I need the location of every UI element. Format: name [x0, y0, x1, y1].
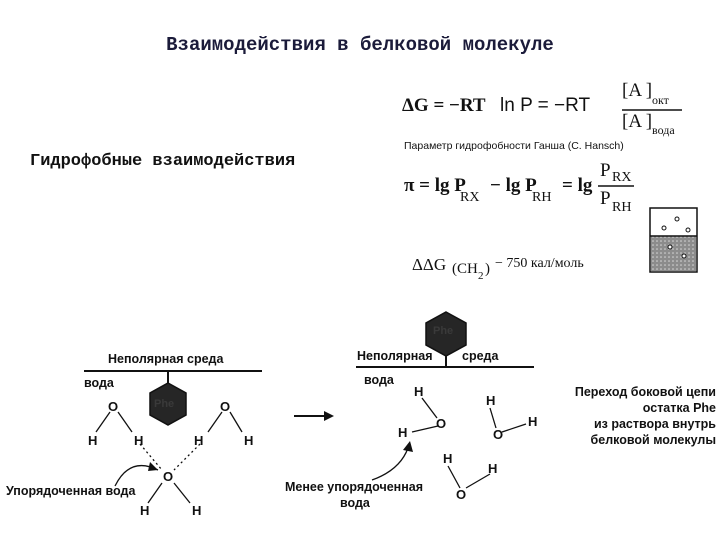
caption-line: из раствора внутрь — [593, 417, 716, 431]
ddg-value: − 750 кал/моль — [495, 256, 584, 271]
left-water-label: вода — [84, 376, 114, 390]
hydrophobic-subtitle: Гидрофобные взаимодействия — [30, 152, 296, 171]
atom-h: H — [244, 433, 254, 448]
left-hbonds — [139, 443, 201, 471]
atom-h: H — [486, 393, 496, 408]
right-water-label: вода — [364, 373, 394, 387]
ordered-water-label: Упорядоченная вода — [6, 484, 136, 498]
atom-h: H — [398, 425, 408, 440]
atom-h: H — [528, 414, 538, 429]
pi-numerator: P — [600, 160, 611, 181]
atom-h: H — [414, 384, 424, 399]
pi-denominator-sub: RH — [612, 200, 632, 215]
ddg-group-sub: 2 — [478, 270, 484, 282]
ddg-group: (CH — [452, 261, 478, 277]
right-water-bonds — [411, 397, 527, 489]
pi-sub-rh: RH — [532, 190, 552, 205]
left-water-bonds — [95, 411, 243, 504]
atom-h: H — [134, 433, 144, 448]
atom-o: O — [436, 416, 447, 431]
ddg-lhs: ΔΔG — [412, 255, 447, 274]
beaker-icon — [649, 207, 698, 273]
pi-mid: − lg P — [490, 175, 537, 196]
ordered-water-arrowhead — [148, 462, 158, 471]
right-env-label: среда — [462, 349, 499, 363]
atom-h: H — [140, 503, 150, 518]
dg-denominator-sub: вода — [652, 123, 675, 137]
atom-h: H — [194, 433, 204, 448]
left-phe-label: Phe — [154, 398, 175, 410]
caption-line: белковой молекулы — [590, 433, 716, 447]
transition-arrowhead — [324, 411, 334, 421]
atom-o: O — [220, 399, 231, 414]
pi-lhs: π = lg P — [404, 175, 466, 196]
less-ordered-arrow — [371, 447, 409, 481]
atom-h: H — [192, 503, 202, 518]
atom-o: O — [456, 487, 467, 502]
dg-formula-mid: ln P = −RT — [500, 95, 591, 116]
right-nonpolar-label: Неполярная — [357, 349, 433, 363]
pi-denominator: P — [600, 188, 611, 209]
ddg-group-close: ) — [485, 261, 490, 277]
less-ordered-label-line1: Менее упорядоченная — [285, 480, 424, 494]
dg-numerator-sub: окт — [652, 93, 669, 107]
pi-sub-rx: RX — [460, 190, 480, 205]
page-title: Взаимодействия в белковой молекуле — [166, 34, 554, 56]
pi-numerator-sub: RX — [612, 170, 632, 185]
left-phe-hexagon — [149, 382, 187, 426]
pi-equals-lg: = lg — [562, 175, 593, 196]
dg-numerator: [A ] — [622, 80, 653, 101]
atom-o: O — [493, 427, 504, 442]
atom-h: H — [488, 461, 498, 476]
caption-line: Переход боковой цепи — [574, 385, 716, 399]
dg-denominator: [A ] — [622, 111, 653, 132]
less-ordered-arrowhead — [403, 441, 413, 452]
atom-h: H — [88, 433, 98, 448]
hansch-caption: Параметр гидрофобности Ганша (C. Hansch) — [404, 140, 624, 152]
atom-h: H — [443, 451, 453, 466]
atom-o: O — [108, 399, 119, 414]
atom-o: O — [163, 469, 174, 484]
transition-caption: Переход боковой цепи остатка Phe из раст… — [575, 384, 716, 448]
left-nonpolar-label: Неполярная среда — [108, 352, 224, 366]
right-phe-label: Phe — [433, 325, 454, 337]
dg-formula-lhs: ΔG = −RT — [402, 95, 486, 116]
less-ordered-label-line2: вода — [340, 496, 370, 510]
caption-line: остатка Phe — [642, 401, 716, 415]
